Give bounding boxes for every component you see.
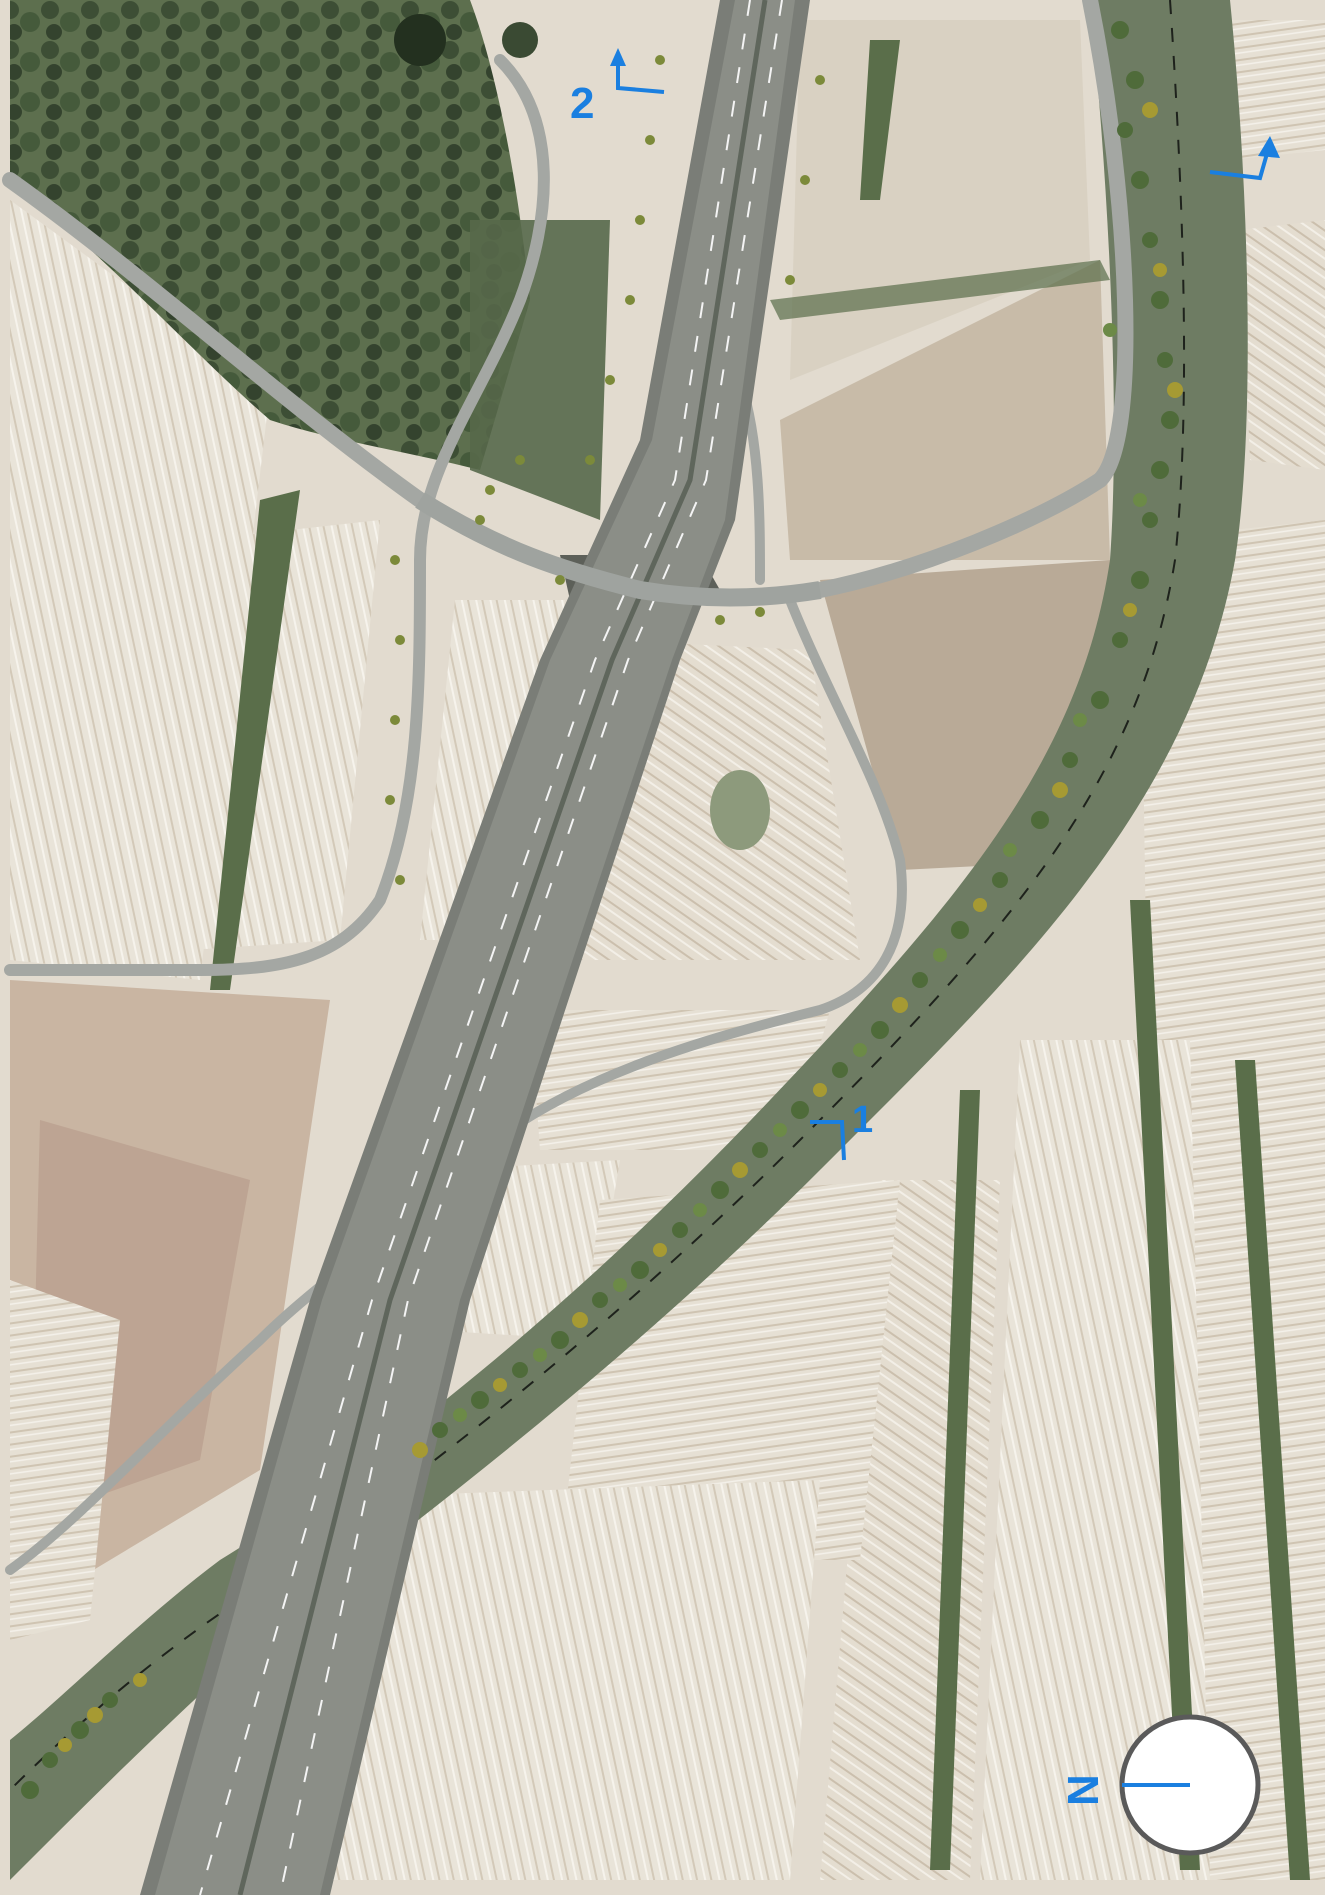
section-marker-3[interactable]: [1209, 136, 1280, 181]
corridor-centerline: [9, 0, 1186, 1791]
north-label: N: [1059, 1774, 1108, 1806]
section-marker-2[interactable]: 2: [570, 48, 665, 128]
section-marker-label: 2: [570, 79, 594, 128]
roadside-trees: [385, 55, 825, 885]
north-arrow: N: [1059, 1714, 1261, 1856]
forest: [10, 0, 610, 520]
farm-fields: [10, 20, 1325, 1880]
overpass-road: [415, 492, 822, 607]
hedgerows: [210, 40, 1310, 1880]
section-marker-1[interactable]: 1: [810, 1099, 873, 1161]
corridor-trees: [21, 21, 1183, 1799]
section-arrow-icon: [1258, 136, 1280, 158]
highway: [140, 0, 810, 1895]
section-arrow-icon: [610, 48, 626, 66]
section-marker-label: 1: [852, 1099, 873, 1141]
